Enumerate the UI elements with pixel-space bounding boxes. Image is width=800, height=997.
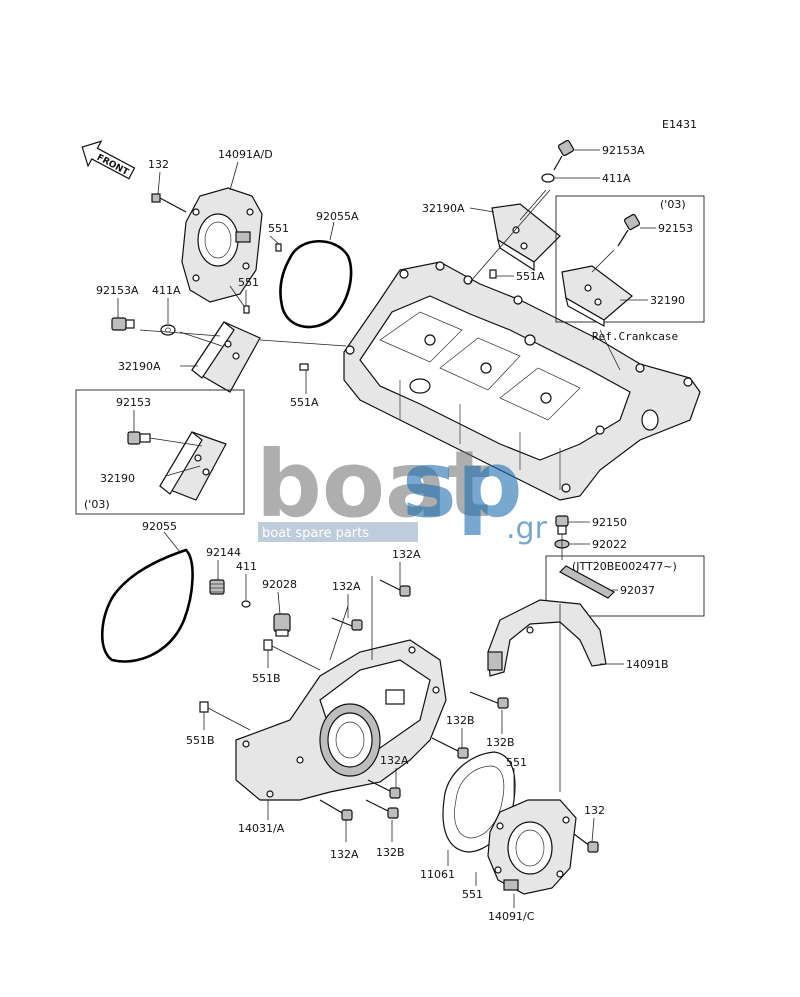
label-132a-1: 132A [332,580,361,593]
label-411: 411 [236,560,257,573]
bolt-92153a-left [111,317,135,331]
label-14091a-d: 14091A/D [218,148,273,161]
label-551a-top: 551A [516,270,545,283]
label-92150: 92150 [592,516,627,529]
pin-551a-left [299,363,309,371]
label-551b-1: 551B [252,672,281,685]
bracket-32190-left [159,431,227,501]
label-92153a-left: 92153A [96,284,139,297]
label-14091c: 14091/C [488,910,535,923]
bracket-32190a-top [491,203,561,272]
watermark-domain: .gr [506,511,548,546]
box-03-right [555,195,705,323]
label-03-right: ('03) [660,198,686,211]
bolt-132a-4 [319,799,353,821]
label-92144: 92144 [206,546,241,559]
box-jtt [545,555,705,617]
label-32190-right: 32190 [650,294,685,307]
label-132a-3: 132A [380,754,409,767]
oring-411 [241,600,251,608]
bolt-132-top [151,193,187,213]
gasket-92055a [279,239,353,329]
label-14031a: 14031/A [238,822,285,835]
label-32190a-left: 32190A [118,360,161,373]
label-132b-3: 132B [376,846,405,859]
label-551-b: 551 [238,276,259,289]
label-11061: 11061 [420,868,455,881]
bolt-92153a-top [553,139,575,171]
label-132b-2: 132B [486,736,515,749]
label-551b-2: 551B [186,734,215,747]
label-411a-left: 411A [152,284,181,297]
label-ref-crankcase: Ref.Crankcase [592,330,678,343]
bracket-32190a-left [191,321,261,393]
label-32190a-top: 32190A [422,202,465,215]
pin-551-b [243,305,250,314]
pin-551b-upper [263,639,273,651]
bolt-132a-2 [379,579,411,597]
cover-14091b [487,599,607,677]
bracket-32190-right [561,265,633,328]
label-92153-right: 92153 [658,222,693,235]
label-411a-top: 411A [602,172,631,185]
crankcase-upper [343,261,701,501]
label-92153-left: 92153 [116,396,151,409]
label-92055a: 92055A [316,210,359,223]
bolt-132a-1 [331,617,363,631]
label-551-c: 551 [506,756,527,769]
label-92055: 92055 [142,520,177,533]
label-jtt: (JTT20BE002477~) [572,560,677,573]
bolt-92153-left [127,431,151,445]
bolt-132b-3 [365,799,399,819]
label-132-top: 132 [148,158,169,171]
box-03-left [75,389,245,515]
label-32190-left: 32190 [100,472,135,485]
label-92028: 92028 [262,578,297,591]
label-551a-left: 551A [290,396,319,409]
cover-14091a-d [181,187,263,303]
label-551-d: 551 [462,888,483,901]
diagram-code: E1431 [662,118,697,131]
watermark-brand-b: sp [402,431,523,538]
bolt-132a-3 [367,779,401,799]
bolt-132b-1 [469,691,509,709]
gasket-92055 [100,548,194,663]
cover-14091c [487,799,577,895]
watermark: boat sp .gr boat spare parts [256,431,548,546]
watermark-tagline: boat spare parts [262,526,369,541]
watermark-bar [258,522,418,542]
washer-411a-left [160,324,176,336]
label-132b-1: 132B [446,714,475,727]
pin-551b-lower [199,701,209,713]
stay-92037 [559,565,615,599]
bolt-132-right [573,833,599,853]
label-92037: 92037 [620,584,655,597]
bolt-132b-2 [431,737,469,759]
housing-14031a [235,639,447,801]
spring-92144 [209,579,225,595]
washer-411a-top [541,173,555,183]
plug-92028 [273,613,291,637]
bolt-92150 [555,515,569,535]
watermark-brand-a: boat [256,431,491,538]
label-92153a-top: 92153A [602,144,645,157]
pin-551-a [275,243,282,252]
label-03-left: ('03) [84,498,110,511]
front-arrow-icon: FRONT [81,140,136,180]
label-551-a: 551 [268,222,289,235]
pin-551a-top [489,269,497,279]
label-92022: 92022 [592,538,627,551]
label-132a-2: 132A [392,548,421,561]
label-132a-4: 132A [330,848,359,861]
bolt-92153-right [617,213,641,247]
label-132-right: 132 [584,804,605,817]
label-14091b: 14091B [626,658,669,671]
